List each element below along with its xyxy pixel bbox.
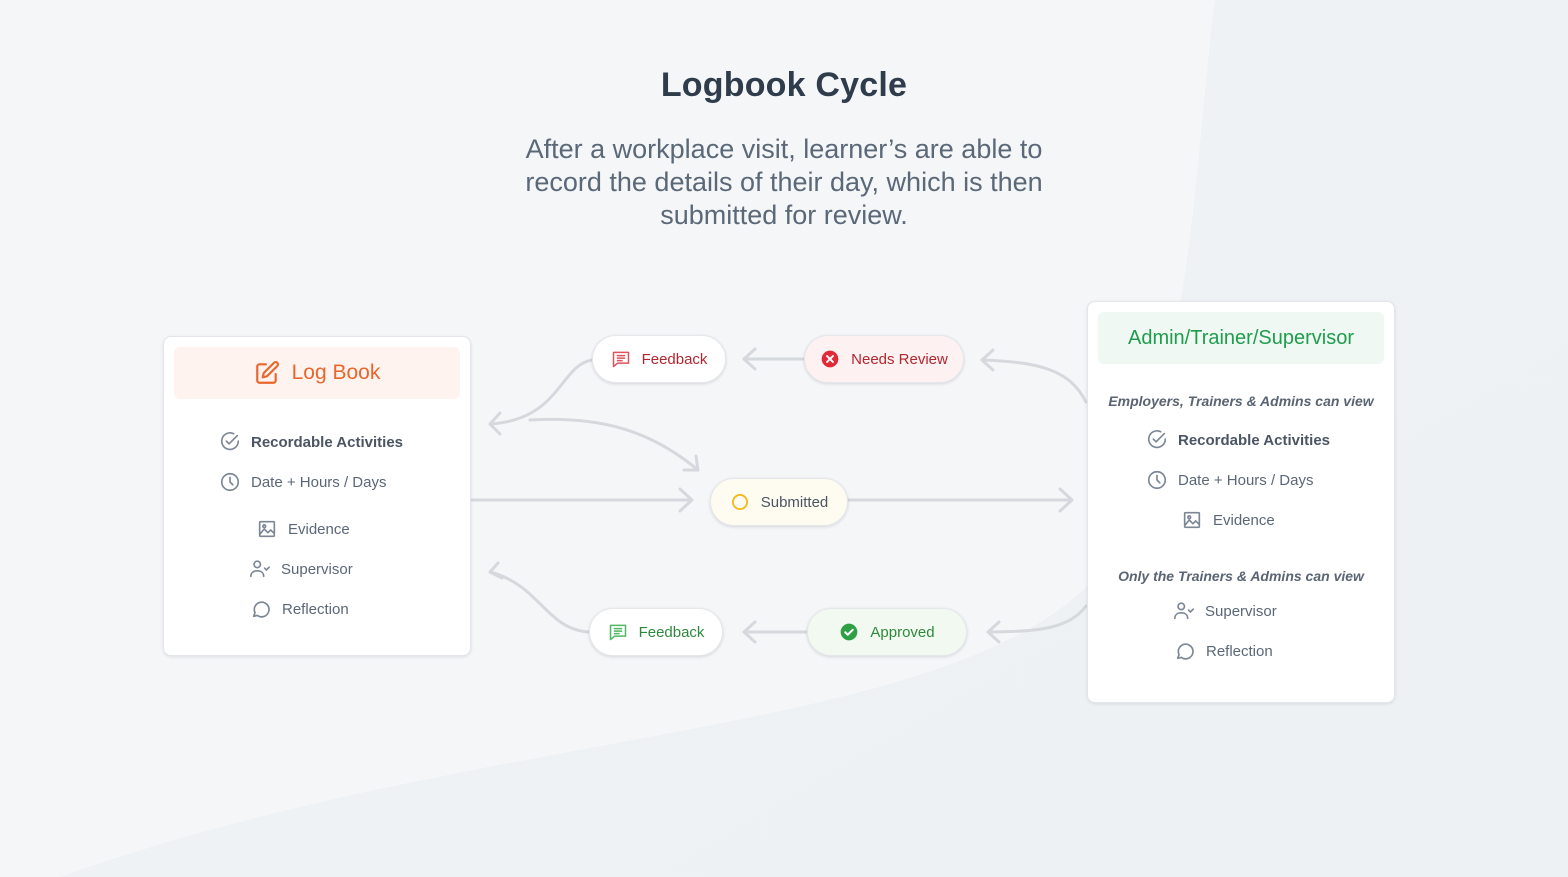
- chat-bubble-icon: [1176, 643, 1194, 660]
- admin-note-employers: Employers, Trainers & Admins can view: [1108, 393, 1374, 409]
- logbook-item-evidence: Evidence: [256, 518, 350, 540]
- user-check-icon: [250, 560, 270, 578]
- logbook-card: Log Book Recordable Activities Date + Ho…: [163, 336, 471, 656]
- logbook-item-date-hours: Date + Hours / Days: [219, 471, 386, 493]
- message-icon: [612, 351, 629, 368]
- image-icon: [1183, 511, 1201, 529]
- user-check-icon: [1174, 602, 1194, 620]
- admin-item-recordable-activities: Recordable Activities: [1146, 429, 1330, 451]
- check-circle-filled-icon: [841, 623, 858, 641]
- edit-icon: [255, 361, 279, 384]
- logbook-item-supervisor: Supervisor: [249, 558, 353, 580]
- admin-item-reflection: Reflection: [1174, 640, 1273, 662]
- message-icon: [609, 624, 626, 641]
- check-circle-icon: [1147, 430, 1167, 449]
- clock-icon: [220, 472, 240, 492]
- status-feedback-approved: Feedback: [589, 608, 723, 656]
- logbook-item-reflection: Reflection: [250, 598, 349, 620]
- chat-bubble-icon: [252, 601, 270, 618]
- admin-item-supervisor: Supervisor: [1173, 600, 1277, 622]
- arrow-feedback-green-to-logbook: [488, 570, 590, 634]
- page-subtitle: After a workplace visit, learner’s are a…: [525, 134, 1043, 230]
- arrow-admin-to-needs-review: [980, 358, 1088, 404]
- clock-icon: [1147, 470, 1167, 490]
- admin-card-title: Admin/Trainer/Supervisor: [1127, 326, 1354, 349]
- logbook-item-recordable-activities: Recordable Activities: [219, 431, 403, 453]
- circle-icon: [731, 494, 748, 510]
- image-icon: [258, 520, 276, 538]
- admin-card: Admin/Trainer/Supervisor Employers, Trai…: [1087, 301, 1395, 703]
- page-title: Logbook Cycle: [660, 66, 908, 104]
- arrow-admin-to-approved: [986, 604, 1088, 634]
- admin-item-date-hours: Date + Hours / Days: [1146, 469, 1313, 491]
- admin-item-evidence: Evidence: [1181, 509, 1275, 531]
- status-needs-review: Needs Review: [804, 335, 964, 383]
- status-feedback-needs-review: Feedback: [592, 335, 726, 383]
- admin-note-trainers: Only the Trainers & Admins can view: [1118, 568, 1364, 584]
- status-approved: Approved: [807, 608, 967, 656]
- status-submitted: Submitted: [710, 478, 848, 526]
- logbook-card-title: Log Book: [291, 361, 381, 384]
- admin-card-header: Admin/Trainer/Supervisor: [1098, 312, 1384, 364]
- logbook-card-header: Log Book: [174, 347, 460, 399]
- x-circle-icon: [821, 350, 839, 368]
- arrow-feedback-to-logbook: [488, 358, 594, 426]
- arrow-logbook-resubmit: [528, 417, 700, 472]
- check-circle-icon: [220, 432, 240, 451]
